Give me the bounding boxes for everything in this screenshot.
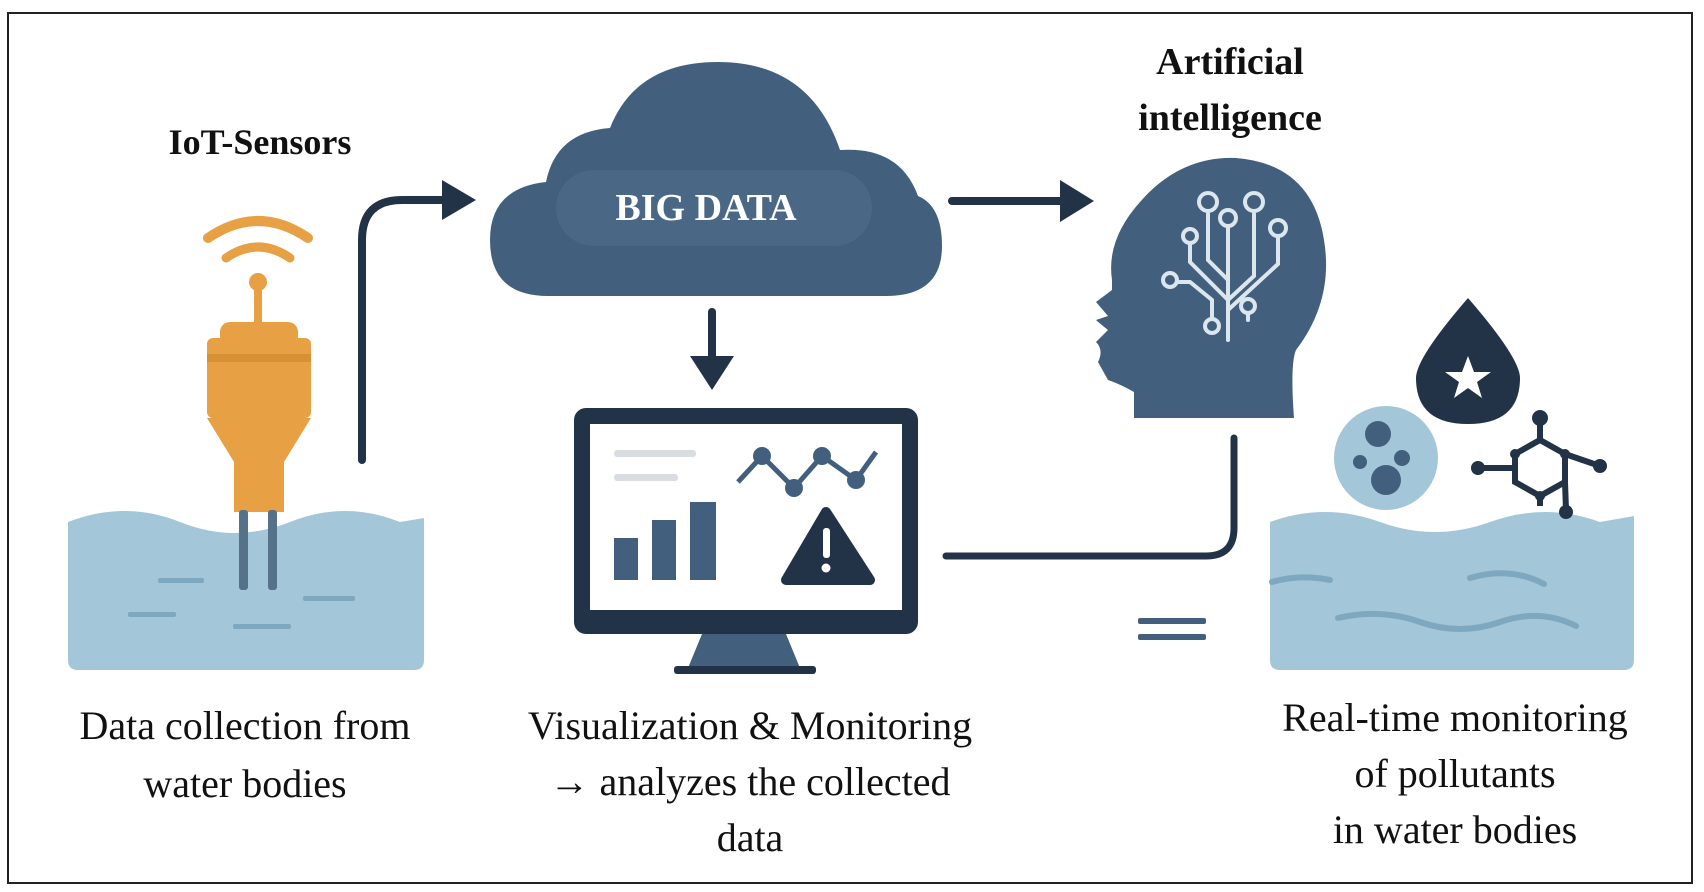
chart-bar-icon <box>652 520 676 580</box>
big-data-cloud-icon: BIG DATA <box>490 62 942 296</box>
right-water-body <box>1269 512 1634 670</box>
ai-title-line2: intelligence <box>1138 97 1322 139</box>
warning-icon <box>781 507 875 585</box>
cloud-label: BIG DATA <box>615 187 797 229</box>
chart-bar-icon <box>690 502 716 580</box>
chart-bar-icon <box>614 538 638 580</box>
left-water-body <box>68 511 424 670</box>
connector-ai-to-monitor <box>942 434 1238 560</box>
sensors-caption-line2: water bodies <box>143 761 347 806</box>
monitor-caption-line1: Visualization & Monitoring <box>527 703 973 748</box>
pollutants-caption-line2: of pollutants <box>1354 751 1556 796</box>
ai-title-line1: Artificial <box>1156 41 1304 83</box>
pollutants-caption-line3: in water bodies <box>1332 807 1578 852</box>
iot-sensor-icon <box>203 216 313 590</box>
monitor-caption-line2: → analyzes the collected <box>549 759 951 804</box>
monitor-icon <box>574 408 918 674</box>
pollutants-caption-line1: Real-time monitoring <box>1282 695 1628 740</box>
equals-icon <box>1138 618 1206 624</box>
arrow-sensor-to-cloud <box>358 196 450 464</box>
ai-head-icon <box>1096 157 1327 418</box>
droplet-star-icon <box>1416 298 1520 424</box>
monitor-caption-line3: data <box>716 815 784 860</box>
particles-icon <box>1334 406 1438 510</box>
sensors-caption-line1: Data collection from <box>79 703 411 748</box>
iot-sensors-title: IoT-Sensors <box>168 122 352 162</box>
